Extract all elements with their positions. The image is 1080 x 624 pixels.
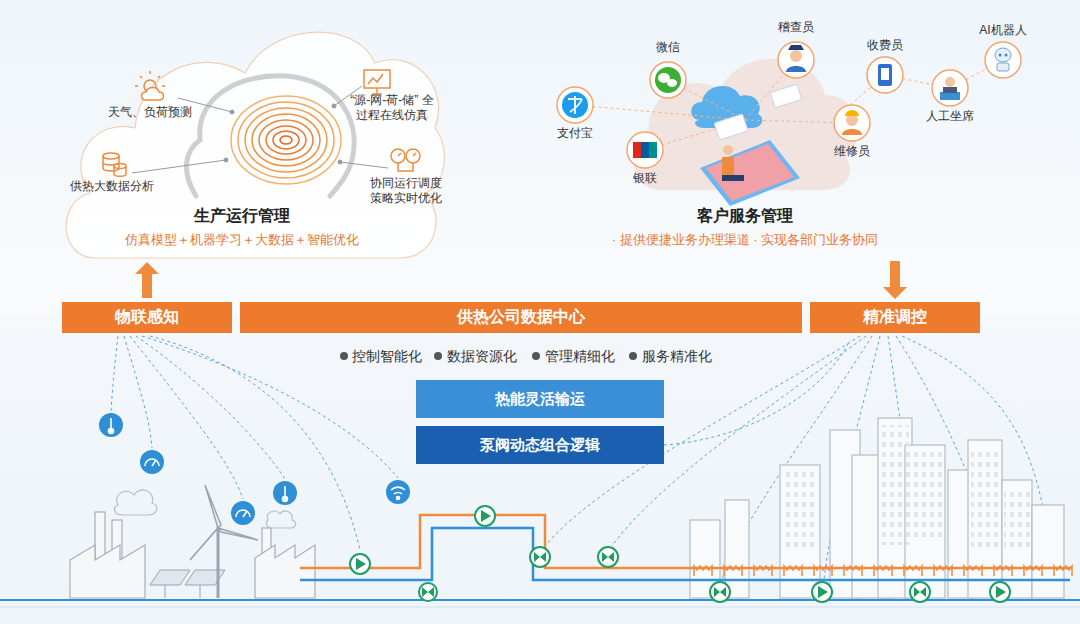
node-title: 精准调控 (863, 307, 927, 328)
band-box: 热能灵活输运 (416, 380, 664, 418)
band-box: 物联感知 (62, 302, 232, 333)
heat-symbol (874, 566, 892, 576)
icon-label: 收费员 (867, 38, 903, 53)
band-box: 精准调控 (810, 302, 980, 333)
icon-label: 人工坐席 (926, 109, 974, 124)
flow-arrow (883, 261, 907, 299)
node-title: 生产运行管理 (194, 206, 290, 225)
heat-symbol (724, 566, 742, 576)
icon-label: 微信 (656, 40, 680, 55)
icon-label: AI机器人 (979, 23, 1026, 38)
icon-label: 供热大数据分析 (70, 179, 154, 194)
heat-symbol (1054, 566, 1072, 576)
heat-symbol (844, 566, 862, 576)
node-title: 物联感知 (115, 307, 179, 328)
icon-label: 协同运行调度 策略实时优化 (365, 176, 447, 206)
cloud-region: 生产运行管理仿真模型＋机器学习＋大数据＋智能优化 (55, 8, 445, 260)
heat-symbol (1024, 566, 1042, 576)
icon-label: 天气、负荷预测 (108, 105, 192, 120)
band-box: 泵阀动态组合逻辑 (416, 426, 664, 464)
bullet-text: 管理精细化 (545, 348, 615, 366)
heat-symbol (904, 566, 922, 576)
flow-arrow (135, 262, 159, 298)
node-subtitle: 仿真模型＋机器学习＋大数据＋智能优化 (125, 232, 359, 248)
icon-label: 银联 (633, 171, 657, 186)
heat-symbol (814, 566, 832, 576)
heat-symbol (694, 566, 712, 576)
node-title: 热能灵活输运 (495, 390, 585, 409)
heat-symbol (994, 566, 1012, 576)
bullet-text: 数据资源化 (447, 348, 517, 366)
heat-symbol (754, 566, 772, 576)
node-title: 供热公司数据中心 (457, 307, 585, 328)
icon-label: 维修员 (834, 144, 870, 159)
bullet-text: 控制智能化 (352, 348, 422, 366)
icon-label: 支付宝 (557, 126, 593, 141)
node-title: 泵阀动态组合逻辑 (480, 436, 600, 455)
heat-symbol (934, 566, 952, 576)
bullet-text: 服务精准化 (642, 348, 712, 366)
cloud-region: 客户服务管理 · 提供便捷业务办理渠道 · 实现各部门业务协同 (530, 5, 1050, 257)
icon-label: “源-网-荷-储” 全过程在线仿真 (346, 93, 438, 123)
node-subtitle: · 提供便捷业务办理渠道 · 实现各部门业务协同 (612, 232, 879, 248)
heat-symbol (964, 566, 982, 576)
heat-symbol (784, 566, 802, 576)
band-box: 供热公司数据中心 (240, 302, 802, 333)
node-title: 客户服务管理 (697, 206, 793, 225)
icon-label: 稽查员 (778, 20, 814, 35)
